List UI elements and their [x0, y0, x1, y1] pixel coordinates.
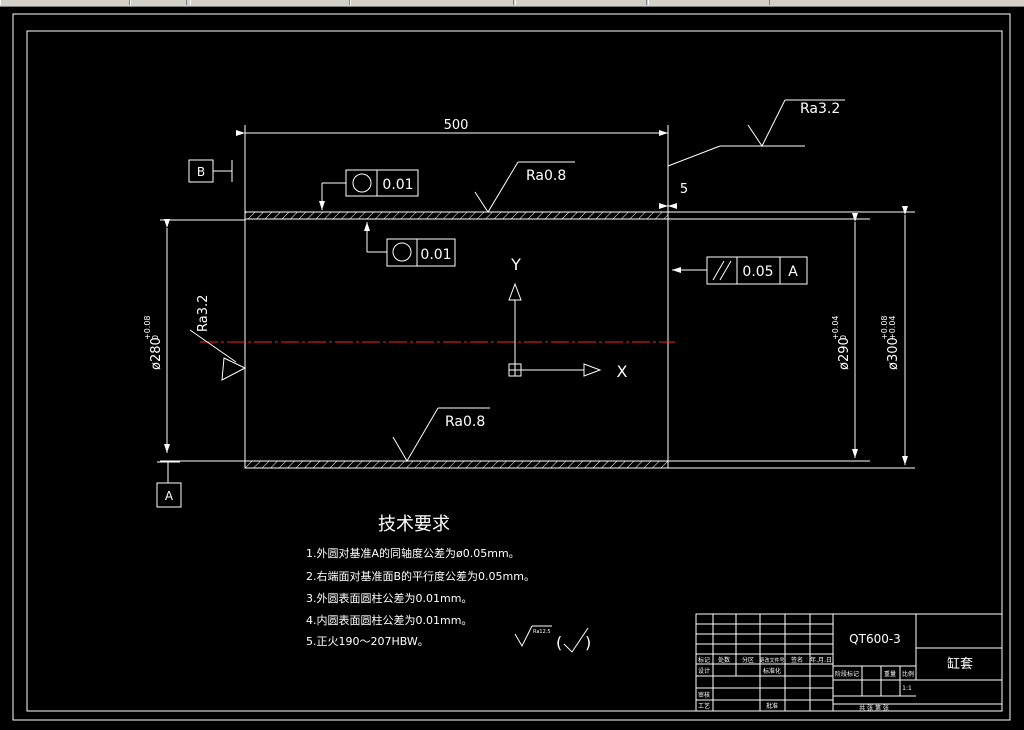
paren-close: ) [585, 633, 591, 652]
roughness-inner-bottom-text: Ra0.8 [445, 414, 485, 430]
roughness-outer-top-text: Ra0.8 [526, 168, 566, 184]
tb-label-count: 处数 [718, 656, 730, 664]
roughness-left-text: Ra3.2 [196, 295, 211, 332]
tech-item-2: 2.右端面对基准面B的平行度公差为0.05mm。 [306, 569, 535, 583]
title-block [695, 613, 1003, 712]
axis-y-label: Y [510, 255, 521, 274]
tech-item-4: 4.内圆表面圆柱公差为0.01mm。 [306, 613, 472, 627]
tb-label-ratio: 比例 [902, 670, 914, 678]
parallelism-frame [672, 256, 808, 285]
cylindricity-2-value: 0.01 [420, 247, 451, 263]
roughness-left [189, 329, 247, 381]
svg-text:+0.08: +0.08 [143, 315, 152, 340]
inner-frame [26, 30, 1003, 712]
mid-dia-label: ø290 +0.04 0 [831, 315, 852, 370]
roughness-inner-bottom [392, 407, 490, 462]
datum-a-box [156, 482, 182, 508]
parallelism-value: 0.05 [742, 264, 773, 280]
toolbar-segment[interactable] [515, 0, 647, 5]
right-step-dim-text: 5 [680, 182, 688, 197]
toolbar-segment[interactable] [0, 0, 130, 5]
svg-text:0: 0 [839, 335, 848, 340]
tb-label-approve: 批准 [766, 702, 778, 710]
tb-label-design: 设计 [698, 667, 710, 675]
tb-label-weight: 重量 [884, 670, 896, 678]
paren-open: ( [556, 633, 562, 652]
tech-title: 技术要求 [378, 514, 450, 535]
svg-text:+0.08: +0.08 [880, 315, 889, 340]
outer-dia-label: ø300 +0.08 +0.04 [880, 315, 901, 370]
tb-label-sheets: 共 张 第 张 [859, 704, 889, 712]
tb-label-mark: 标记 [698, 656, 710, 664]
svg-text:ø300: ø300 [886, 337, 901, 370]
tb-label-stage: 阶段标记 [835, 670, 859, 678]
toolbar-segment[interactable] [190, 0, 350, 5]
svg-text:+0.04: +0.04 [888, 315, 897, 340]
window-top-bar [0, 0, 1024, 7]
tb-label-standardize: 标准化 [763, 667, 781, 675]
svg-text:ø290: ø290 [837, 337, 852, 370]
general-roughness-text: Ra12.5 [533, 629, 551, 635]
outer-frame [12, 13, 1011, 721]
part-section [244, 211, 669, 469]
svg-text:0: 0 [151, 335, 160, 340]
svg-text:ø280: ø280 [149, 337, 164, 370]
scale-text: 1:1 [902, 685, 912, 692]
part-name-text: 缸套 [947, 656, 973, 672]
toolbar-segment[interactable] [648, 0, 770, 5]
bottom-wall-hatch [244, 460, 669, 469]
tech-item-5: 5.正火190～207HBW。 [306, 635, 429, 648]
axis-x-label: X [617, 362, 628, 381]
tb-label-zone: 分区 [742, 656, 754, 664]
datum-a-label: A [165, 489, 174, 503]
tb-label-review: 审核 [698, 691, 710, 699]
tb-label-sign: 签名 [791, 656, 803, 664]
roughness-outer-top [474, 161, 575, 213]
tech-item-1: 1.外圆对基准A的同轴度公差为ø0.05mm。 [306, 546, 520, 560]
cylindricity-1-value: 0.01 [382, 177, 413, 193]
tb-label-date: 年.月.日 [810, 656, 832, 664]
roughness-top-right-text: Ra3.2 [800, 101, 840, 117]
material-text: QT600-3 [849, 632, 901, 646]
svg-text:+0.04: +0.04 [831, 315, 840, 340]
general-roughness-symbol [514, 625, 533, 648]
length-dim-text: 500 [444, 118, 469, 133]
inner-dia-label: ø280 +0.08 0 [143, 315, 164, 370]
roughness-top-right [747, 99, 845, 147]
toolbar-segment[interactable] [350, 0, 514, 5]
cylindricity-frame-1 [319, 169, 419, 210]
datum-b-label: B [197, 165, 205, 179]
tb-label-change-doc: 更改文件号 [759, 657, 784, 664]
top-wall-hatch [244, 211, 669, 220]
ucs-axis-icon [508, 282, 602, 377]
tb-label-process: 工艺 [698, 702, 710, 710]
parallelism-datum: A [788, 264, 798, 280]
tech-item-3: 3.外圆表面圆柱公差为0.01mm。 [306, 591, 472, 605]
cad-drawing-canvas[interactable]: 500 5 Ra3.2 Ra0.8 Ra0.8 Ra3.2 B A 0.01 0… [0, 6, 1024, 730]
toolbar-segment[interactable] [130, 0, 187, 5]
cylindricity-frame-2 [364, 222, 456, 267]
